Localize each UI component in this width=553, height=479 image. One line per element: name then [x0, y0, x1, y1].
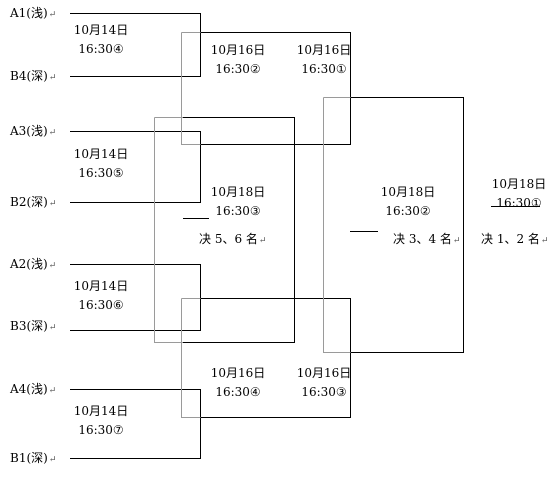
team-label: A2(浅)↵: [10, 257, 57, 271]
match-schedule: 10月16日 16:30③: [289, 364, 359, 402]
match-date: 10月14日: [73, 23, 129, 37]
match-schedule: 10月14日 16:30④: [66, 21, 136, 59]
match-time: 16:30⑥: [78, 298, 124, 312]
match-date: 10月16日: [296, 366, 352, 380]
match-time: 16:30⑤: [78, 166, 124, 180]
match-schedule: 10月18日 16:30②: [373, 183, 443, 221]
match-date: 10月16日: [210, 43, 266, 57]
bracket-box: [323, 97, 351, 353]
match-schedule: 10月16日 16:30②: [203, 41, 273, 79]
team-label: B2(深)↵: [10, 195, 57, 209]
bracket-line: [70, 264, 201, 331]
bracket-line: [70, 131, 201, 203]
match-date: 10月18日: [210, 185, 266, 199]
match-time: 16:30④: [78, 42, 124, 56]
team-label: B1(深)↵: [10, 451, 57, 465]
match-date: 10月18日: [491, 177, 547, 191]
match-time: 16:30⑦: [78, 423, 124, 437]
bracket-line: [70, 13, 201, 77]
team-label: A4(浅)↵: [10, 382, 57, 396]
match-time: 16:30③: [301, 385, 347, 399]
match-time: 16:30②: [385, 204, 431, 218]
match-time: 16:30②: [215, 62, 261, 76]
match-schedule: 10月16日 16:30④: [203, 364, 273, 402]
match-date: 10月14日: [73, 147, 129, 161]
match-date: 10月14日: [73, 279, 129, 293]
match-schedule: 10月14日 16:30⑦: [66, 402, 136, 440]
match-time: 16:30④: [215, 385, 261, 399]
match-date: 10月16日: [210, 366, 266, 380]
team-label: B3(深)↵: [10, 319, 57, 333]
team-label: B4(深)↵: [10, 69, 57, 83]
match-schedule: 10月16日 16:30①: [289, 41, 359, 79]
bracket-line: [200, 298, 351, 418]
match-date: 10月16日: [296, 43, 352, 57]
bracket-box: [154, 117, 183, 343]
team-label: A3(浅)↵: [10, 124, 57, 138]
bracket-line: [200, 32, 351, 145]
match-schedule: 10月14日 16:30⑤: [66, 145, 136, 183]
bracket-line: [70, 389, 201, 459]
placement-note: 决 3、4 名↵: [393, 232, 461, 246]
bracket-box: [181, 298, 201, 418]
match-time: 16:30①: [301, 62, 347, 76]
bracket-line: [183, 117, 295, 343]
match-schedule: 10月14日 16:30⑥: [66, 277, 136, 315]
bracket-box: [181, 32, 201, 145]
match-schedule: 10月18日 16:30①: [484, 175, 553, 213]
placement-note: 决 1、2 名↵: [481, 232, 549, 246]
match-time: 16:30①: [496, 196, 542, 210]
match-date: 10月18日: [380, 185, 436, 199]
bracket-line: [350, 97, 464, 353]
placement-note: 决 5、6 名↵: [199, 232, 267, 246]
match-time: 16:30③: [215, 204, 261, 218]
match-schedule: 10月18日 16:30③: [203, 183, 273, 221]
match-date: 10月14日: [73, 404, 129, 418]
team-label: A1(浅)↵: [10, 6, 57, 20]
